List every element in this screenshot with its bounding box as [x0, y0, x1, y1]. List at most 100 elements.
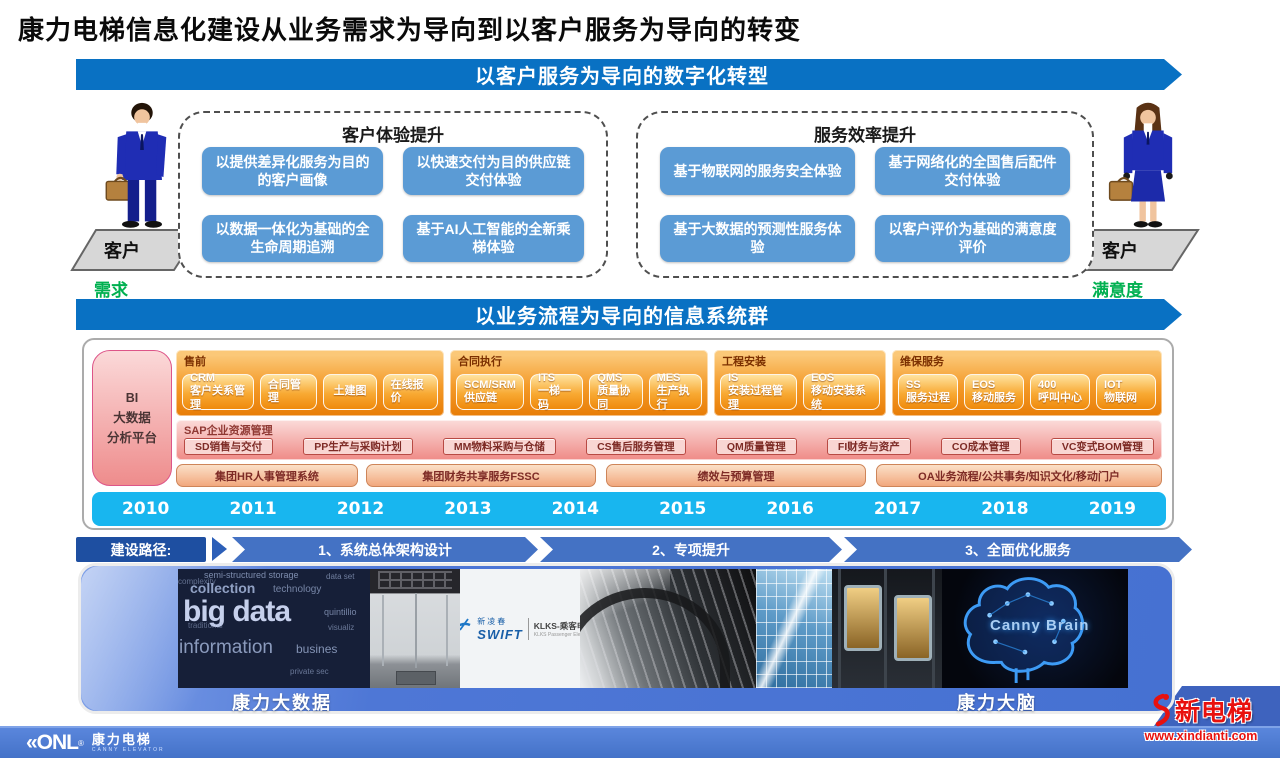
- photo-glass-facade: [756, 569, 832, 688]
- swift-cn-name: 新凌春: [477, 616, 508, 626]
- left-platform: 客户: [70, 228, 202, 272]
- banner-digital-transformation: 以客户服务为导向的数字化转型: [76, 59, 1182, 90]
- experience-item: 以提供差异化服务为目的的客户画像: [202, 147, 383, 195]
- registered-mark: ®: [78, 738, 84, 748]
- path-triangle-icon: [212, 537, 227, 561]
- system-civil-drawing: 土建图: [323, 374, 377, 410]
- efficiency-item: 基于网络化的全国售后配件交付体验: [875, 147, 1070, 195]
- bi-platform: BI 大数据 分析平台: [92, 350, 172, 486]
- year: 2018: [981, 499, 1029, 519]
- canny-logo-en: CANNY ELEVATOR: [91, 747, 165, 753]
- section-label: 维保服务: [900, 356, 944, 368]
- brain-caption: 康力大脑: [957, 693, 1037, 713]
- bigdata-caption: 康力大数据: [232, 693, 332, 713]
- path-step-3: 3、全面优化服务: [844, 537, 1192, 562]
- footer-bar: «ONL ® 康力电梯 CANNY ELEVATOR: [0, 726, 1280, 758]
- dancer-icon: [1153, 693, 1170, 727]
- canny-logo-cn: 康力电梯: [91, 732, 152, 747]
- brain-circuit-icon: [963, 577, 1084, 684]
- group-hr-system: 集团HR人事管理系统: [176, 464, 358, 487]
- efficiency-item: 基于大数据的预测性服务体验: [660, 214, 855, 262]
- swift-product-en: KLKS Passenger Elevator: [533, 631, 580, 638]
- year: 2013: [444, 499, 492, 519]
- service-efficiency-box: 服务效率提升 基于物联网的服务安全体验 基于网络化的全国售后配件交付体验 基于大…: [636, 111, 1094, 278]
- year: 2016: [766, 499, 814, 519]
- build-path-label: 建设路径:: [76, 537, 206, 562]
- year: 2010: [122, 499, 170, 519]
- right-platform: 客户: [1068, 228, 1200, 272]
- sap-cs: CS售后服务管理: [586, 438, 686, 455]
- sap-co: CO成本管理: [940, 438, 1021, 455]
- watermark-url: www.xindianti.com: [1144, 729, 1258, 743]
- swift-swoosh-icon: [460, 617, 471, 631]
- group-oa-system: OA业务流程/公共事务/知识文化/移动门户: [876, 464, 1162, 487]
- sap-label: SAP企业资源管理: [184, 425, 273, 437]
- group-fssc-system: 集团财务共享服务FSSC: [366, 464, 596, 487]
- experience-item: 基于AI人工智能的全新乘梯体验: [403, 214, 584, 262]
- experience-item: 以数据一体化为基础的全生命周期追溯: [202, 214, 383, 262]
- xindianti-watermark: 新电梯 www.xindianti.com: [1126, 692, 1276, 743]
- sap-vc: VC变式BOM管理: [1050, 438, 1154, 455]
- photo-elevator-cab: [370, 569, 460, 688]
- page-title: 康力电梯信息化建设从业务需求为导向到以客户服务为导向的转变: [18, 15, 802, 45]
- canny-logo: «ONL: [26, 731, 79, 754]
- swift-brand: SWIFT: [477, 626, 523, 642]
- businesswoman-icon: [1108, 102, 1173, 228]
- photo-canny-brain: Canny Brain: [942, 569, 1128, 688]
- efficiency-item: 基于物联网的服务安全体验: [660, 147, 855, 195]
- customer-experience-box: 客户体验提升 以提供差异化服务为目的的客户画像 以快速交付为目的供应链交付体验 …: [178, 111, 608, 278]
- photo-strip: semi-structured storage collection techn…: [178, 569, 1128, 688]
- sap-fi: FI财务与资产: [826, 438, 911, 455]
- sap-qm: QM质量管理: [715, 438, 797, 455]
- platform-shape: [70, 229, 202, 271]
- path-step-1: 1、系统总体架构设计: [232, 537, 538, 562]
- year: 2011: [229, 499, 277, 519]
- sap-sd: SD销售与交付: [184, 438, 274, 455]
- path-step-2: 2、专项提升: [540, 537, 842, 562]
- right-platform-label: 客户: [1102, 241, 1138, 261]
- year: 2019: [1088, 499, 1137, 519]
- system-contract-mgmt: 合同管理: [259, 374, 318, 410]
- left-platform-label: 客户: [104, 241, 140, 261]
- section-label: 工程安装: [722, 356, 766, 368]
- timeline-bar: 2010 2011 2012 2013 2014 2015 2016 2017 …: [92, 492, 1166, 526]
- left-caption: 需求: [94, 281, 128, 300]
- sap-pp: PP生产与采购计划: [303, 438, 413, 455]
- sap-mm: MM物料采购与仓储: [442, 438, 556, 455]
- brain-label: Canny Brain: [990, 617, 1090, 634]
- experience-title: 客户体验提升: [342, 126, 444, 145]
- efficiency-title: 服务效率提升: [814, 126, 916, 145]
- bi-line: 分析平台: [106, 431, 157, 445]
- photo-escalator: [580, 569, 756, 688]
- section-label: 合同执行: [458, 356, 502, 368]
- sap-erp-row: SAP企业资源管理 SD销售与交付 PP生产与采购计划 MM物料采购与仓储 CS…: [176, 420, 1162, 460]
- section-label: 售前: [184, 356, 206, 368]
- watermark-name: 新电梯: [1174, 698, 1253, 726]
- year: 2015: [659, 499, 707, 519]
- efficiency-item: 以客户评价为基础的满意度评价: [875, 214, 1070, 262]
- photo-swift-logo: 新凌春 SWIFT KLKS-乘客电梯 KLKS Passenger Eleva…: [460, 569, 580, 688]
- businessman-icon: [105, 102, 167, 228]
- bi-line: BI: [125, 391, 139, 405]
- group-kpi-system: 绩效与预算管理: [606, 464, 866, 487]
- banner-information-systems: 以业务流程为导向的信息系统群: [76, 299, 1182, 330]
- year: 2014: [551, 499, 599, 519]
- right-caption: 满意度: [1092, 281, 1143, 300]
- system-online-quote: 在线报价: [382, 374, 438, 410]
- year: 2012: [336, 499, 385, 519]
- photo-panoramic-lifts: [832, 569, 942, 688]
